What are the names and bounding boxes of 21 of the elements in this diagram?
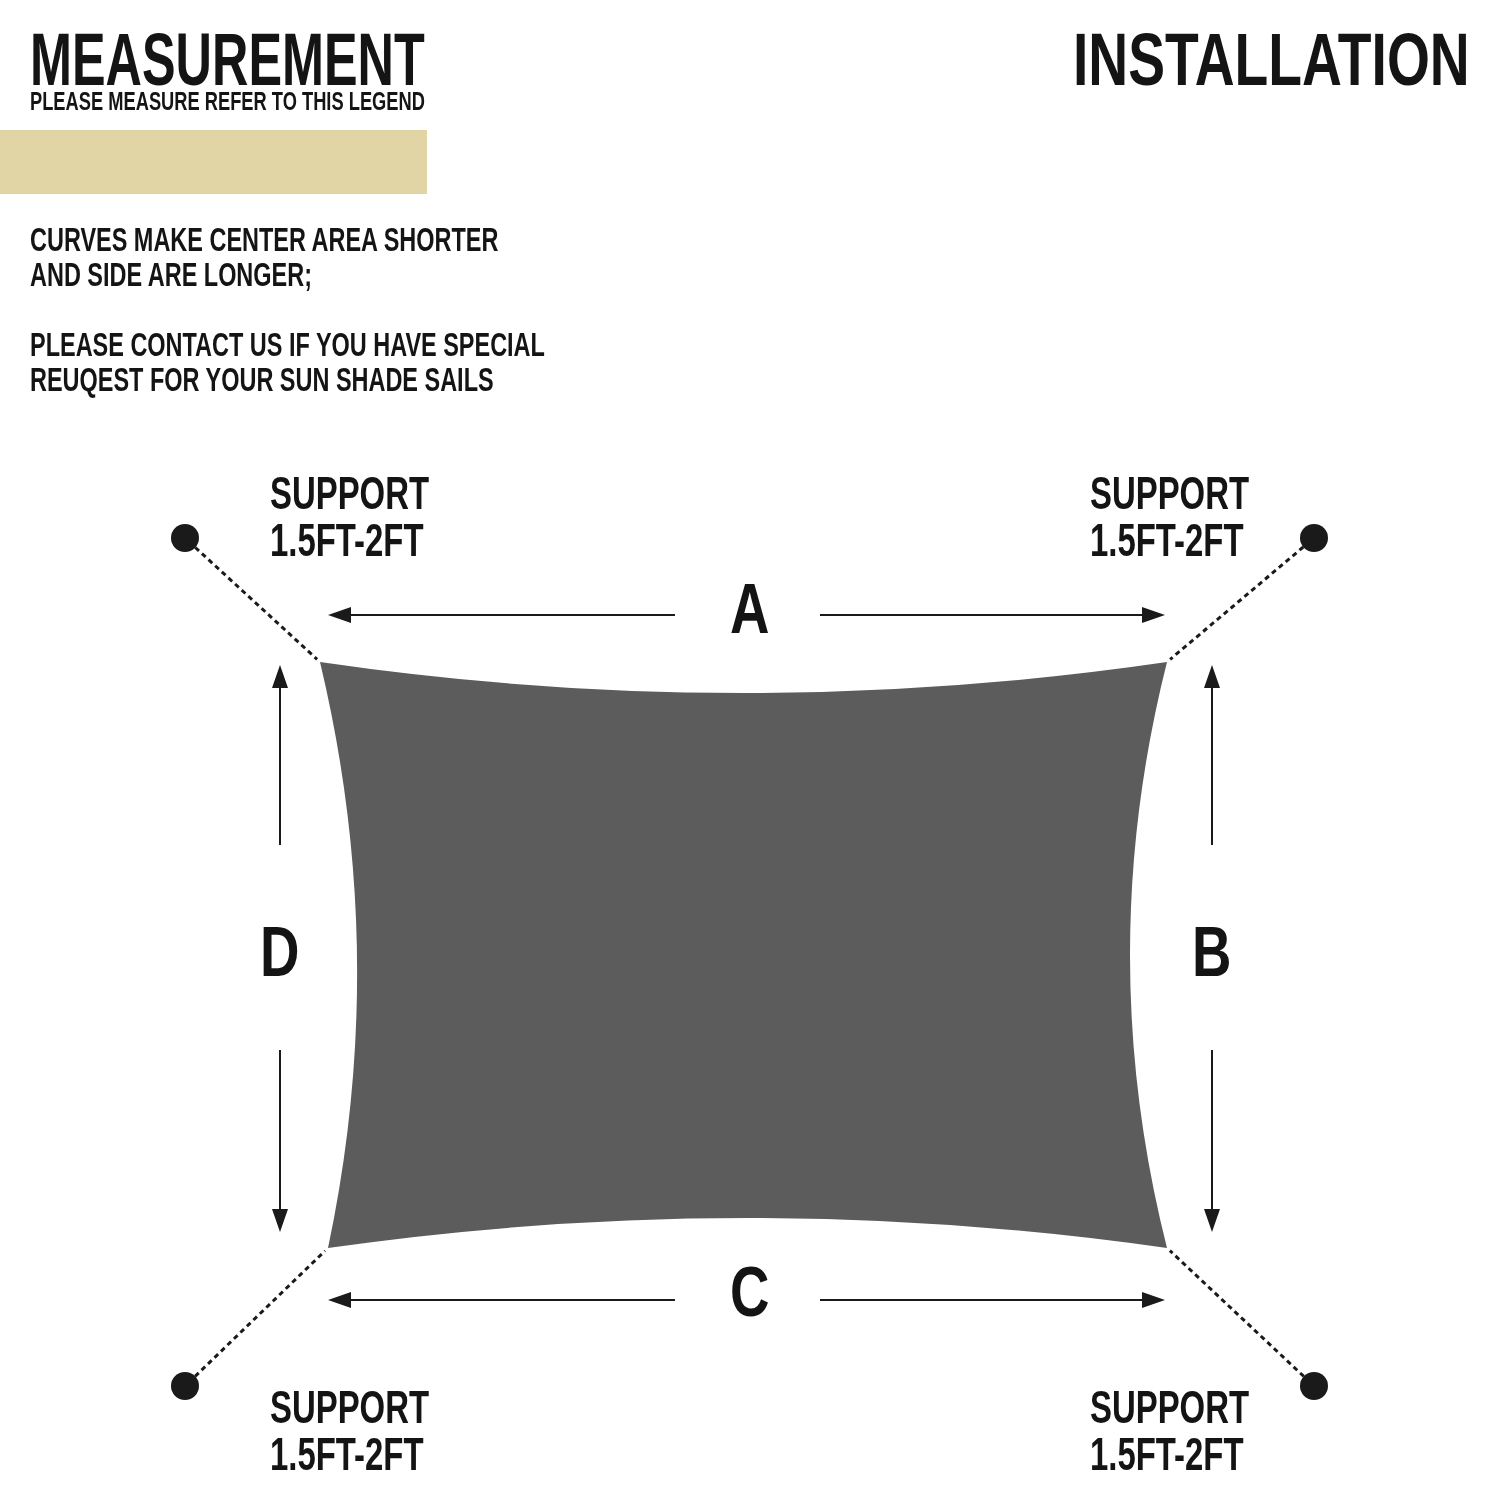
anchor-point xyxy=(171,524,199,552)
anchor-point xyxy=(1300,1372,1328,1400)
tie-line xyxy=(1169,545,1305,661)
dimension-letter: B xyxy=(1192,916,1232,987)
note-text: PLEASE CONTACT US IF YOU HAVE SPECIAL REUQEST FOR YOUR SUN SHADE SAILS xyxy=(30,327,546,398)
section-heading: INSTALLATION xyxy=(1073,23,1470,98)
support-label: SUPPORT 1.5FT-2FT xyxy=(1090,1382,1251,1477)
support-label: SUPPORT 1.5FT-2FT xyxy=(1090,468,1251,563)
anchor-point xyxy=(171,1372,199,1400)
support-label: SUPPORT 1.5FT-2FT xyxy=(270,468,431,563)
tie-line xyxy=(194,546,319,661)
support-label: SUPPORT 1.5FT-2FT xyxy=(270,1382,431,1477)
dimension-letter: D xyxy=(260,916,300,987)
shade-sail xyxy=(320,662,1167,1248)
dimension-letter: C xyxy=(730,1256,770,1327)
legend-band xyxy=(0,130,427,194)
dimension-letter: A xyxy=(730,573,770,644)
anchor-point xyxy=(1300,524,1328,552)
note-text: CURVES MAKE CENTER AREA SHORTER AND SIDE ARE LONGER; xyxy=(30,222,500,293)
tie-line xyxy=(1168,1249,1305,1378)
tie-line xyxy=(194,1249,327,1378)
